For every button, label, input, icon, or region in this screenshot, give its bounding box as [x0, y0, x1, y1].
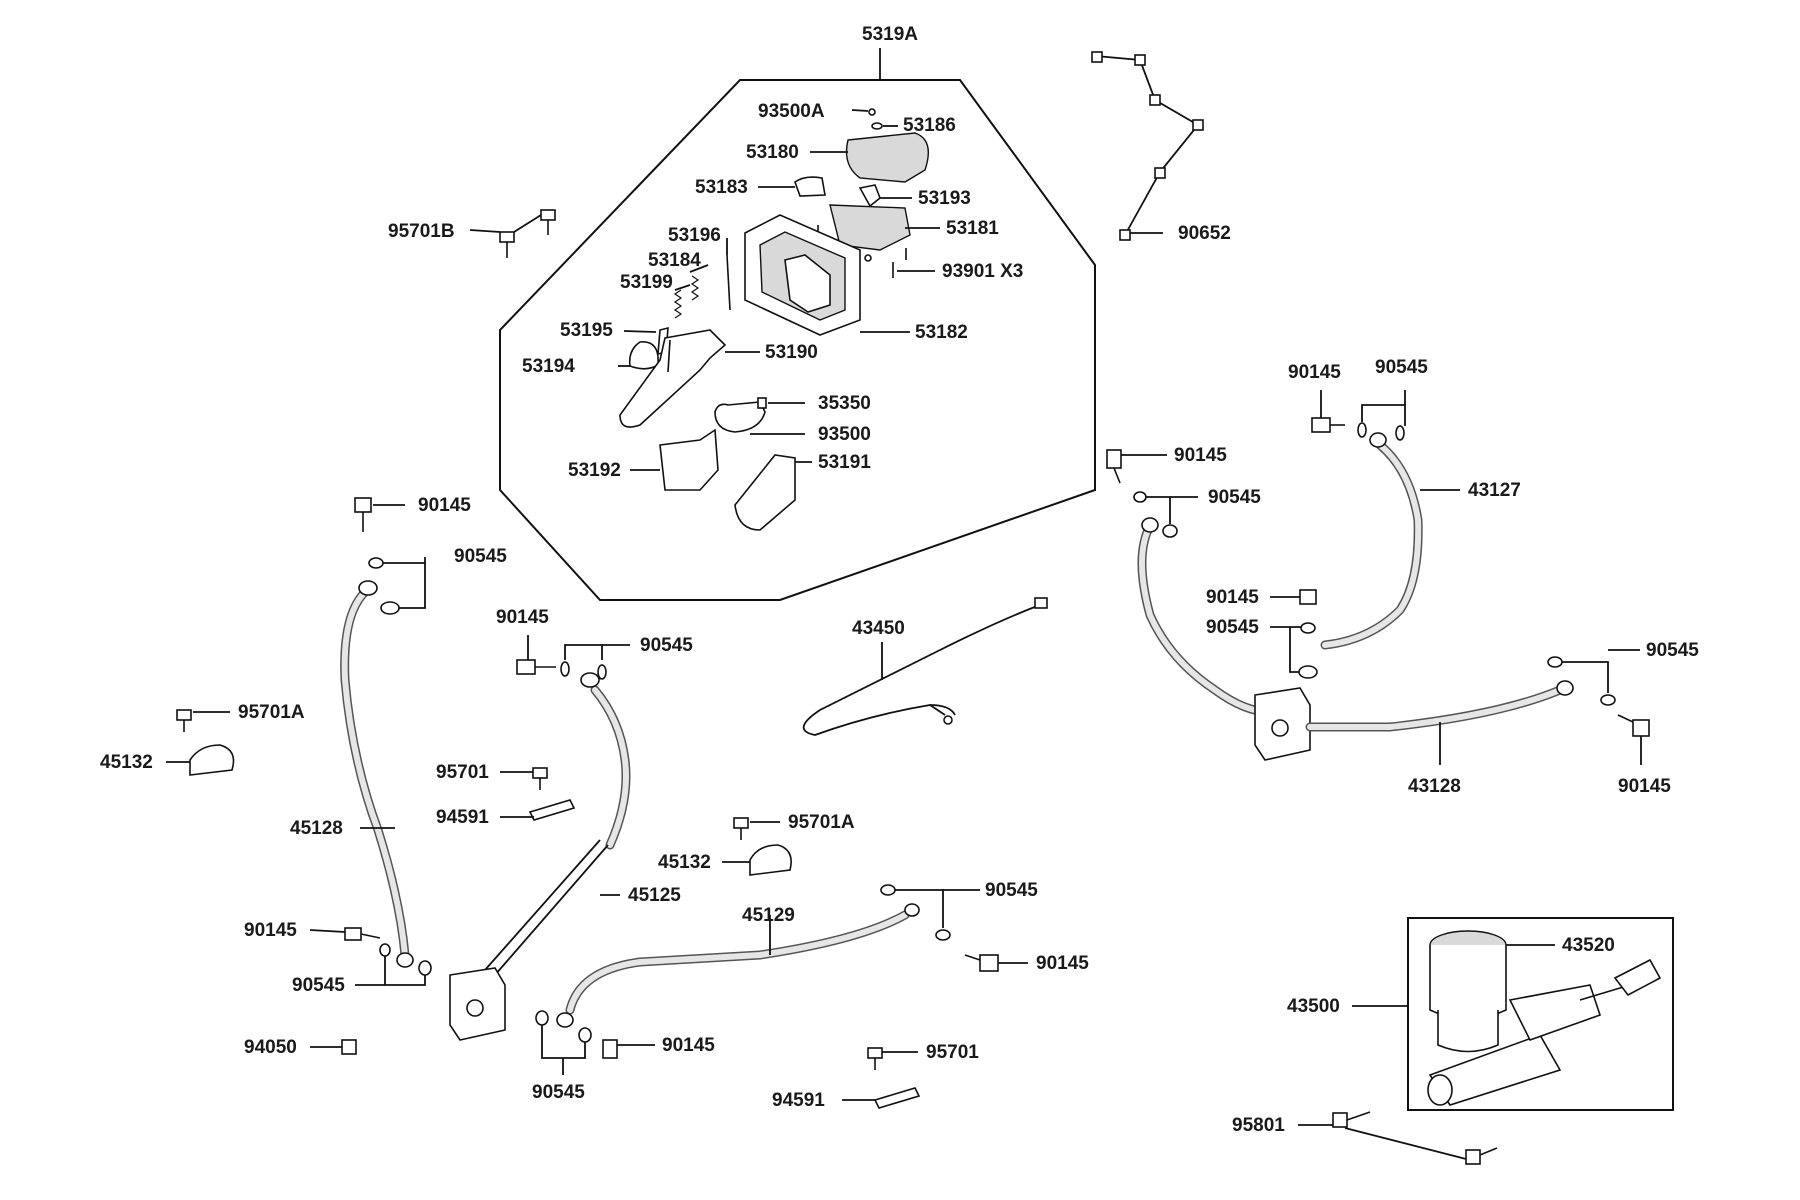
label-53192: 53192: [568, 460, 621, 481]
label-90652: 90652: [1178, 223, 1231, 244]
master-cylinder-43500: [1427, 930, 1662, 1106]
clip-94591-right: [842, 1047, 921, 1109]
label-90145-h: 90145: [1206, 587, 1259, 608]
label-35350: 35350: [818, 393, 871, 414]
label-90545-f: 90545: [1375, 357, 1428, 378]
plate-53191: [734, 454, 796, 531]
junction-block-right: [1254, 687, 1311, 761]
pedal-base-53182: [744, 214, 861, 336]
switch-35350: [714, 397, 767, 433]
label-90145-e: 90145: [662, 1035, 715, 1056]
hose-45125-group: [449, 635, 631, 1041]
label-43127: 43127: [1468, 480, 1521, 501]
label-90145-i: 90145: [1618, 776, 1671, 797]
label-90545-c: 90545: [640, 635, 693, 656]
bolts-95801: [1298, 1111, 1498, 1165]
label-93901: 93901 X3: [942, 261, 1023, 282]
master-cylinder-group: [1352, 917, 1674, 1111]
label-53181: 53181: [946, 218, 999, 239]
label-95701a-b: 95701A: [788, 812, 855, 833]
screw-93500a: [868, 108, 876, 116]
clamp-45132-middle: [722, 817, 792, 876]
label-43128: 43128: [1408, 776, 1461, 797]
bracket-53192: [659, 428, 719, 491]
label-90545-a: 90545: [454, 546, 507, 567]
master-cylinder-frame: [1407, 917, 1674, 1111]
label-45129: 45129: [742, 905, 795, 926]
label-53180: 53180: [746, 142, 799, 163]
pedal-plate-53181: [829, 204, 911, 251]
part-53183: [794, 176, 826, 197]
clip-94591-left: [500, 767, 576, 821]
label-95701a-a: 95701A: [238, 702, 305, 723]
label-53196: 53196: [668, 225, 721, 246]
label-53193: 53193: [918, 188, 971, 209]
label-53191: 53191: [818, 452, 871, 473]
label-94050: 94050: [244, 1037, 297, 1058]
label-90545-b: 90545: [292, 975, 345, 996]
label-95701b: 95701B: [388, 221, 455, 242]
label-45132-b: 45132: [658, 852, 711, 873]
spring-53184: [690, 275, 700, 301]
pin-53196: [726, 254, 731, 311]
hose-45128-group: [309, 497, 432, 1055]
cam-53194: [628, 341, 659, 370]
nut-94050: [341, 1039, 357, 1055]
label-90145-g: 90145: [1174, 445, 1227, 466]
label-45132-a: 45132: [100, 752, 153, 773]
label-53195: 53195: [560, 320, 613, 341]
hose-45129-group: [535, 884, 1028, 1075]
label-93500a: 93500A: [758, 101, 825, 122]
label-90145-a: 90145: [418, 495, 471, 516]
fasteners-90652: [1091, 51, 1204, 241]
label-53199: 53199: [620, 272, 673, 293]
pedal-pad-53180: [845, 132, 929, 183]
arm-53190: [619, 329, 727, 428]
label-43500: 43500: [1287, 996, 1340, 1017]
label-53190: 53190: [765, 342, 818, 363]
label-94591-b: 94591: [772, 1090, 825, 1111]
label-45125: 45125: [628, 885, 681, 906]
pedal-assembly-frame: [499, 79, 1096, 601]
label-95701-a: 95701: [436, 762, 489, 783]
pedal-assembly-group: [499, 48, 1096, 601]
label-5319a: 5319A: [862, 24, 918, 45]
label-43450: 43450: [852, 618, 905, 639]
bolt-90145-a: [354, 497, 372, 513]
hose-43128-group: [1106, 449, 1650, 765]
hose-43127-group: [1270, 390, 1460, 679]
label-53184: 53184: [648, 250, 701, 271]
callout-labels: 5319A 93500A 53186 53180 53183 53193 531…: [100, 24, 1699, 1136]
label-90145-b: 90145: [244, 920, 297, 941]
label-90145-d: 90145: [1036, 953, 1089, 974]
spring-53199: [673, 289, 683, 319]
label-90145-c: 90145: [496, 607, 549, 628]
cable-43450: [802, 597, 1048, 736]
bolts-95701b: [469, 209, 556, 258]
clamp-45132-left: [166, 709, 235, 776]
label-95801: 95801: [1232, 1115, 1285, 1136]
label-43520: 43520: [1562, 935, 1615, 956]
label-93500: 93500: [818, 424, 871, 445]
label-90145-f: 90145: [1288, 362, 1341, 383]
junction-block-left: [449, 967, 506, 1041]
label-53183: 53183: [695, 177, 748, 198]
bracket-53193: [858, 184, 881, 208]
label-53186: 53186: [903, 115, 956, 136]
label-45128: 45128: [290, 818, 343, 839]
label-90545-e: 90545: [532, 1082, 585, 1103]
label-94591-a: 94591: [436, 807, 489, 828]
label-90545-g: 90545: [1208, 487, 1261, 508]
label-95701-b: 95701: [926, 1042, 979, 1063]
label-90545-d: 90545: [985, 880, 1038, 901]
label-90545-i: 90545: [1646, 640, 1699, 661]
label-90545-h: 90545: [1206, 617, 1259, 638]
label-53182: 53182: [915, 322, 968, 343]
label-53194: 53194: [522, 356, 575, 377]
washer-53186: [871, 122, 883, 130]
